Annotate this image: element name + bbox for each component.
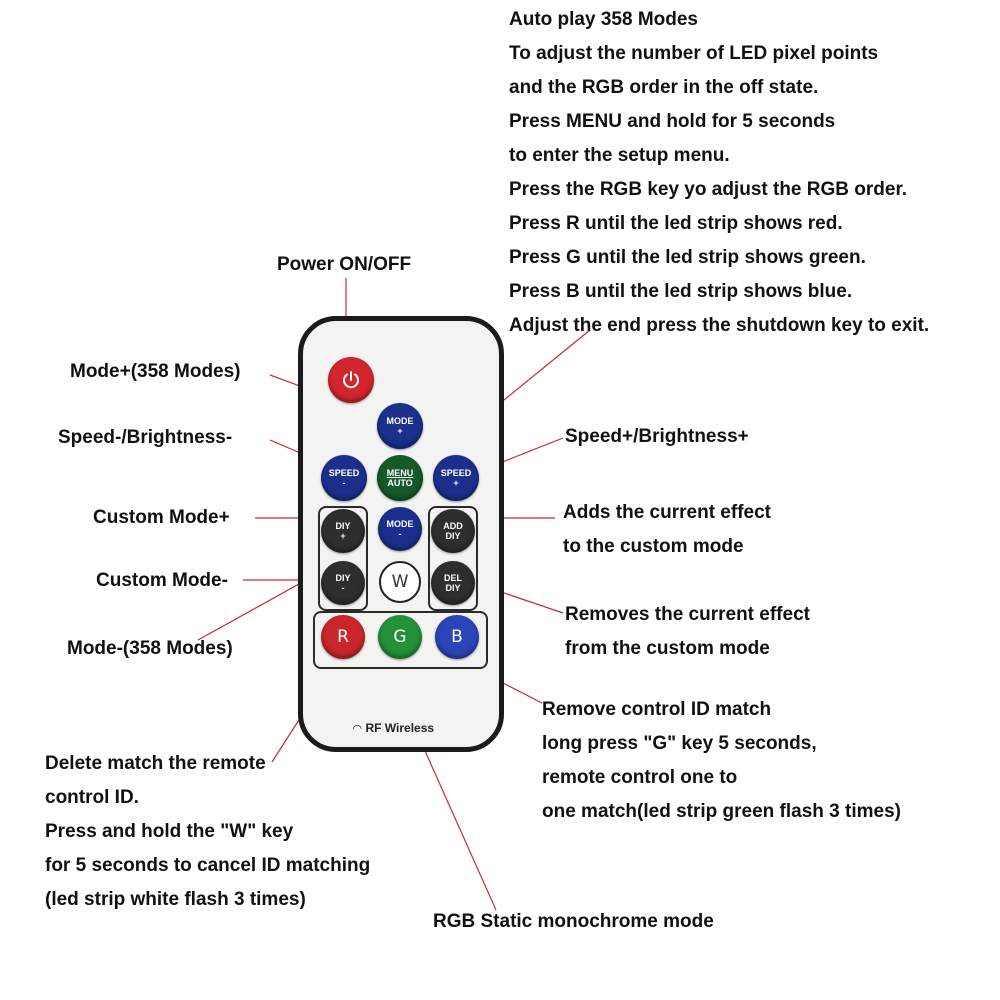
button-text: - — [341, 583, 345, 593]
button-text: + — [340, 531, 346, 541]
remove-id-line: Remove control ID match — [542, 699, 772, 720]
speed-plus-label: Speed+/Brightness+ — [565, 426, 749, 447]
button-text: + — [397, 426, 403, 436]
delete-match-line: Press and hold the "W" key — [45, 821, 294, 842]
remove-id-label: Remove control ID match long press "G" k… — [542, 693, 901, 829]
r-button[interactable]: R — [321, 615, 365, 659]
speed-minus-button[interactable]: SPEED - — [321, 455, 367, 501]
button-text: B — [451, 627, 463, 647]
button-text: DEL — [444, 573, 462, 583]
button-text: + — [453, 478, 459, 488]
power-icon — [343, 371, 359, 389]
top-line: Press R until the led strip shows red. — [509, 213, 843, 234]
mode-minus-button[interactable]: MODE - — [378, 507, 422, 551]
brand-text: RF Wireless — [365, 721, 435, 735]
button-text: MENU — [386, 468, 414, 478]
mode-minus-label: Mode-(358 Modes) — [67, 638, 233, 659]
button-text: - — [398, 529, 402, 539]
top-line: Auto play 358 Modes — [509, 9, 698, 30]
top-line: To adjust the number of LED pixel points — [509, 43, 879, 64]
button-text: SPEED — [328, 468, 360, 478]
b-button[interactable]: B — [435, 615, 479, 659]
delete-match-line: Delete match the remote — [45, 753, 266, 774]
custom-minus-label: Custom Mode- — [96, 570, 228, 591]
remove-id-line: remote control one to — [542, 767, 738, 788]
power-label: Power ON/OFF — [277, 254, 412, 275]
button-text: AUTO — [387, 478, 413, 488]
wifi-icon: ◠ — [353, 723, 362, 735]
button-text: DIY — [445, 531, 461, 541]
diy-right-frame — [428, 506, 478, 611]
diy-minus-button[interactable]: DIY - — [321, 561, 365, 605]
remote-control: MODE + SPEED - MENU AUTO SPEED + DIY + M… — [298, 316, 504, 752]
rgb-frame — [313, 611, 488, 669]
button-text: G — [393, 627, 407, 647]
mode-plus-button[interactable]: MODE + — [377, 403, 423, 449]
button-text: MODE — [386, 519, 414, 529]
w-button[interactable]: W — [379, 561, 421, 603]
remove-id-line: long press "G" key 5 seconds, — [542, 733, 817, 754]
power-button[interactable] — [328, 357, 374, 403]
g-button[interactable]: G — [378, 615, 422, 659]
top-line: Press the RGB key yo adjust the RGB orde… — [509, 179, 908, 200]
add-diy-button[interactable]: ADD DIY — [431, 509, 475, 553]
button-text: - — [342, 478, 346, 488]
del-line: Removes the current effect — [565, 604, 810, 625]
button-text: DIY — [335, 573, 351, 583]
speed-minus-label: Speed-/Brightness- — [58, 427, 233, 448]
top-line: Press G until the led strip shows green. — [509, 247, 866, 268]
button-text: DIY — [335, 521, 351, 531]
custom-plus-label: Custom Mode+ — [93, 507, 230, 528]
menu-auto-button[interactable]: MENU AUTO — [377, 455, 423, 501]
top-line: Adjust the end press the shutdown key to… — [509, 315, 930, 336]
top-line: Press B until the led strip shows blue. — [509, 281, 853, 302]
button-text: DIY — [445, 583, 461, 593]
diy-plus-button[interactable]: DIY + — [321, 509, 365, 553]
rgb-static-label: RGB Static monochrome mode — [433, 911, 714, 932]
add-line: to the custom mode — [563, 536, 744, 557]
button-text: SPEED — [440, 468, 472, 478]
delete-match-line: for 5 seconds to cancel ID matching — [45, 855, 371, 876]
button-text: R — [337, 627, 349, 647]
top-line: to enter the setup menu. — [509, 145, 730, 166]
remove-effect-label: Removes the current effect from the cust… — [565, 598, 810, 666]
top-line: and the RGB order in the off state. — [509, 77, 819, 98]
mode-plus-label: Mode+(358 Modes) — [70, 361, 241, 382]
del-line: from the custom mode — [565, 638, 770, 659]
remove-id-line: one match(led strip green flash 3 times) — [542, 801, 901, 822]
speed-plus-button[interactable]: SPEED + — [433, 455, 479, 501]
delete-match-label: Delete match the remote control ID. Pres… — [45, 747, 370, 917]
button-text: ADD — [443, 521, 463, 531]
button-text: W — [391, 572, 409, 592]
button-text: MODE — [386, 416, 414, 426]
add-line: Adds the current effect — [563, 502, 771, 523]
top-instruction-block: Auto play 358 Modes To adjust the number… — [509, 3, 929, 343]
add-effect-label: Adds the current effect to the custom mo… — [563, 496, 771, 564]
diy-left-frame — [318, 506, 368, 611]
top-line: Press MENU and hold for 5 seconds — [509, 111, 836, 132]
delete-match-line: (led strip white flash 3 times) — [45, 889, 306, 910]
del-diy-button[interactable]: DEL DIY — [431, 561, 475, 605]
delete-match-line: control ID. — [45, 787, 139, 808]
rf-wireless-brand: ◠RF Wireless — [353, 721, 434, 735]
